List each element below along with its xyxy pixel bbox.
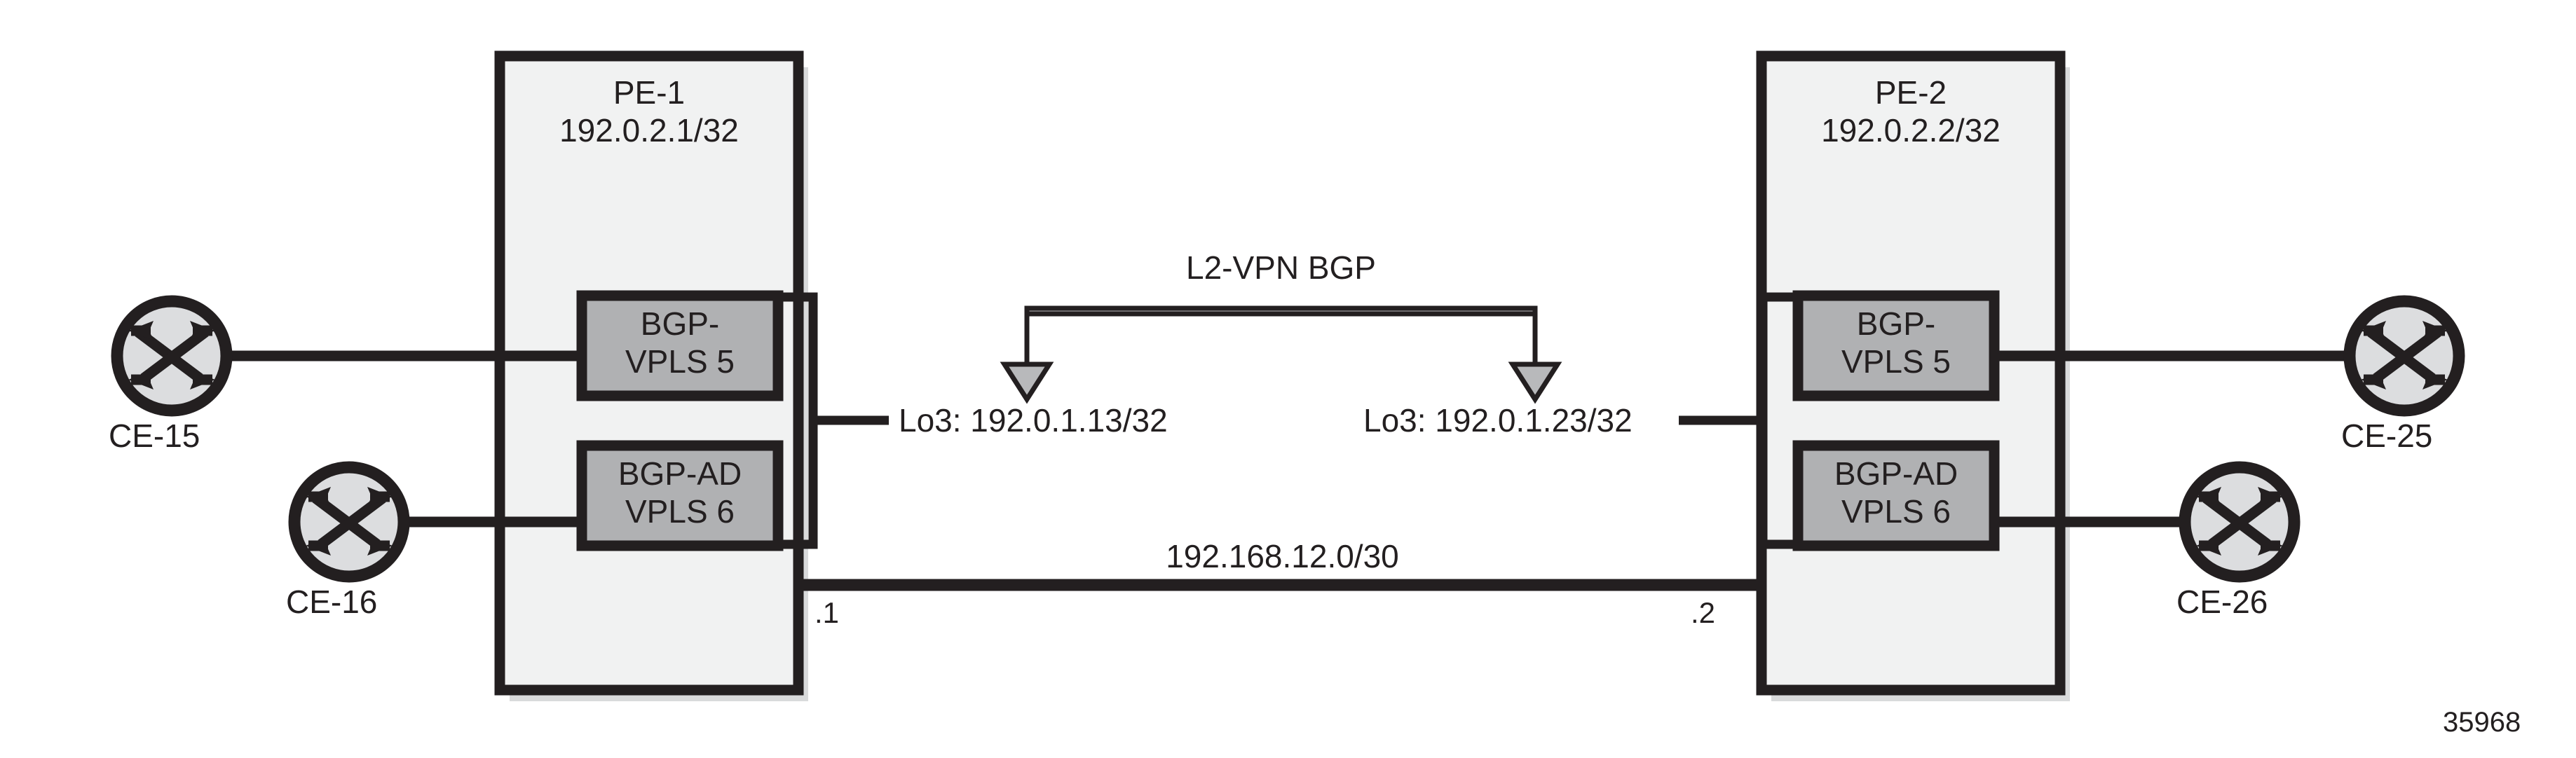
l2vpn-bgp-session-label: L2-VPN BGP — [1186, 249, 1376, 286]
pe-1-bgp-vpls-5-line2: VPLS 5 — [625, 343, 735, 380]
pe-2-bgp-vpls-5-line1: BGP- — [1856, 305, 1936, 342]
pe-2-service-bgp-vpls-5 — [1792, 290, 2000, 401]
ce-15-router-icon — [117, 301, 226, 411]
ce-25-router-icon — [2350, 301, 2459, 411]
ce-25-label: CE-25 — [2341, 418, 2433, 454]
pe-1-bgp-ad-vpls-6-line2: VPLS 6 — [625, 493, 735, 530]
core-link-right-interface-label: .2 — [1691, 596, 1716, 629]
pe-2-service-bgp-ad-vpls-6 — [1792, 440, 2000, 551]
ce-26-router-icon — [2185, 467, 2294, 577]
pe-1-loopback-label: Lo3: 192.0.1.13/32 — [899, 402, 1168, 439]
figure-number: 35968 — [2443, 707, 2521, 738]
core-link-subnet-label: 192.168.12.0/30 — [1166, 538, 1399, 574]
pe-2-system-address: 192.0.2.2/32 — [1821, 112, 2001, 149]
pe-2-bgp-ad-vpls-6-line2: VPLS 6 — [1841, 493, 1951, 530]
pe-2-loopback-label: Lo3: 192.0.1.23/32 — [1363, 402, 1633, 439]
pe-1-service-bgp-ad-vpls-6 — [576, 440, 784, 551]
pe-1-system-address: 192.0.2.1/32 — [559, 112, 739, 149]
pe-1-name: PE-1 — [613, 74, 686, 111]
ce-15-label: CE-15 — [109, 418, 200, 454]
pe-1-bgp-ad-vpls-6-line1: BGP-AD — [618, 455, 742, 492]
ce-16-router-icon — [294, 467, 404, 577]
l2vpn-bgp-arrow — [1000, 305, 1562, 404]
ce-26-label: CE-26 — [2176, 584, 2268, 620]
pe-2-name: PE-2 — [1874, 74, 1947, 111]
pe-2-bgp-ad-vpls-6-line1: BGP-AD — [1834, 455, 1958, 492]
core-link-left-interface-label: .1 — [815, 596, 840, 629]
pe-1-service-bgp-vpls-5 — [576, 290, 784, 401]
pe-2-bgp-vpls-5-line2: VPLS 5 — [1841, 343, 1951, 380]
pe-1-bgp-vpls-5-line1: BGP- — [640, 305, 720, 342]
ce-16-label: CE-16 — [286, 584, 378, 620]
